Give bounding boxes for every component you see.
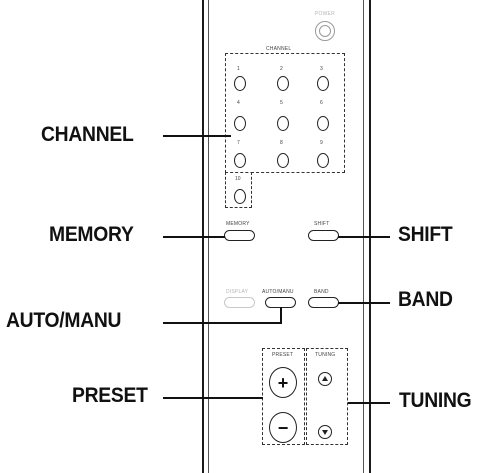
callout-shift: SHIFT — [398, 223, 453, 246]
channel-number-6: 6 — [320, 100, 323, 106]
callout-band: BAND — [398, 288, 453, 311]
channel-number-10: 10 — [235, 176, 241, 182]
channel-button-5[interactable] — [277, 116, 289, 131]
display-key-label: DISPLAY — [226, 289, 249, 295]
auto-manu-key-label: AUTO/MANU — [262, 289, 294, 295]
leader-tuning — [348, 402, 390, 404]
shift-button[interactable] — [308, 230, 339, 241]
callout-auto-manu: AUTO/MANU — [6, 309, 122, 332]
preset-minus-button[interactable]: − — [269, 412, 297, 443]
callout-preset: PRESET — [72, 384, 148, 407]
memory-key-label: MEMORY — [226, 221, 250, 227]
leader-band — [338, 302, 390, 304]
channel-number-9: 9 — [320, 140, 323, 146]
leader-auto-manu-riser — [280, 307, 282, 324]
callout-memory: MEMORY — [49, 223, 134, 246]
channel-button-1[interactable] — [234, 76, 246, 91]
channel-button-8[interactable] — [277, 153, 289, 168]
display-button[interactable] — [224, 297, 255, 308]
tuning-up-button[interactable] — [318, 372, 332, 386]
channel-button-7[interactable] — [234, 153, 246, 168]
channel-group-frame-bottom — [225, 172, 252, 208]
callout-channel: CHANNEL — [41, 123, 134, 146]
channel-number-8: 8 — [280, 140, 283, 146]
tuning-group-label: TUNING — [315, 352, 336, 358]
callout-tuning: TUNING — [399, 389, 472, 412]
channel-number-4: 4 — [237, 100, 240, 106]
channel-button-10[interactable] — [234, 189, 246, 204]
triangle-up-icon — [322, 376, 328, 381]
frame-mask — [252, 172, 345, 174]
channel-number-2: 2 — [280, 66, 283, 72]
leader-channel — [163, 135, 231, 137]
channel-group-frame-step — [251, 172, 345, 173]
triangle-down-icon — [322, 430, 328, 435]
tuning-down-button[interactable] — [318, 425, 332, 439]
preset-plus-button[interactable]: + — [269, 367, 297, 398]
band-key-label: BAND — [314, 289, 329, 295]
shift-key-label: SHIFT — [314, 221, 330, 227]
channel-group-label: CHANNEL — [266, 46, 292, 52]
leader-preset — [163, 397, 263, 399]
leader-memory — [163, 236, 225, 238]
leader-auto-manu — [163, 322, 281, 324]
power-icon[interactable] — [315, 21, 335, 41]
channel-number-5: 5 — [280, 100, 283, 106]
power-label: POWER — [315, 11, 335, 17]
power-icon-inner — [318, 24, 331, 37]
tuning-group-frame — [306, 348, 348, 445]
channel-number-1: 1 — [237, 66, 240, 72]
leader-shift — [338, 236, 390, 238]
memory-button[interactable] — [224, 230, 255, 241]
channel-button-6[interactable] — [317, 116, 329, 131]
channel-number-7: 7 — [237, 140, 240, 146]
channel-button-9[interactable] — [317, 153, 329, 168]
channel-button-3[interactable] — [317, 76, 329, 91]
preset-group-frame — [262, 348, 305, 445]
channel-button-4[interactable] — [234, 116, 246, 131]
channel-number-3: 3 — [320, 66, 323, 72]
band-button[interactable] — [308, 297, 339, 308]
preset-group-label: PRESET — [272, 352, 294, 358]
channel-button-2[interactable] — [277, 76, 289, 91]
